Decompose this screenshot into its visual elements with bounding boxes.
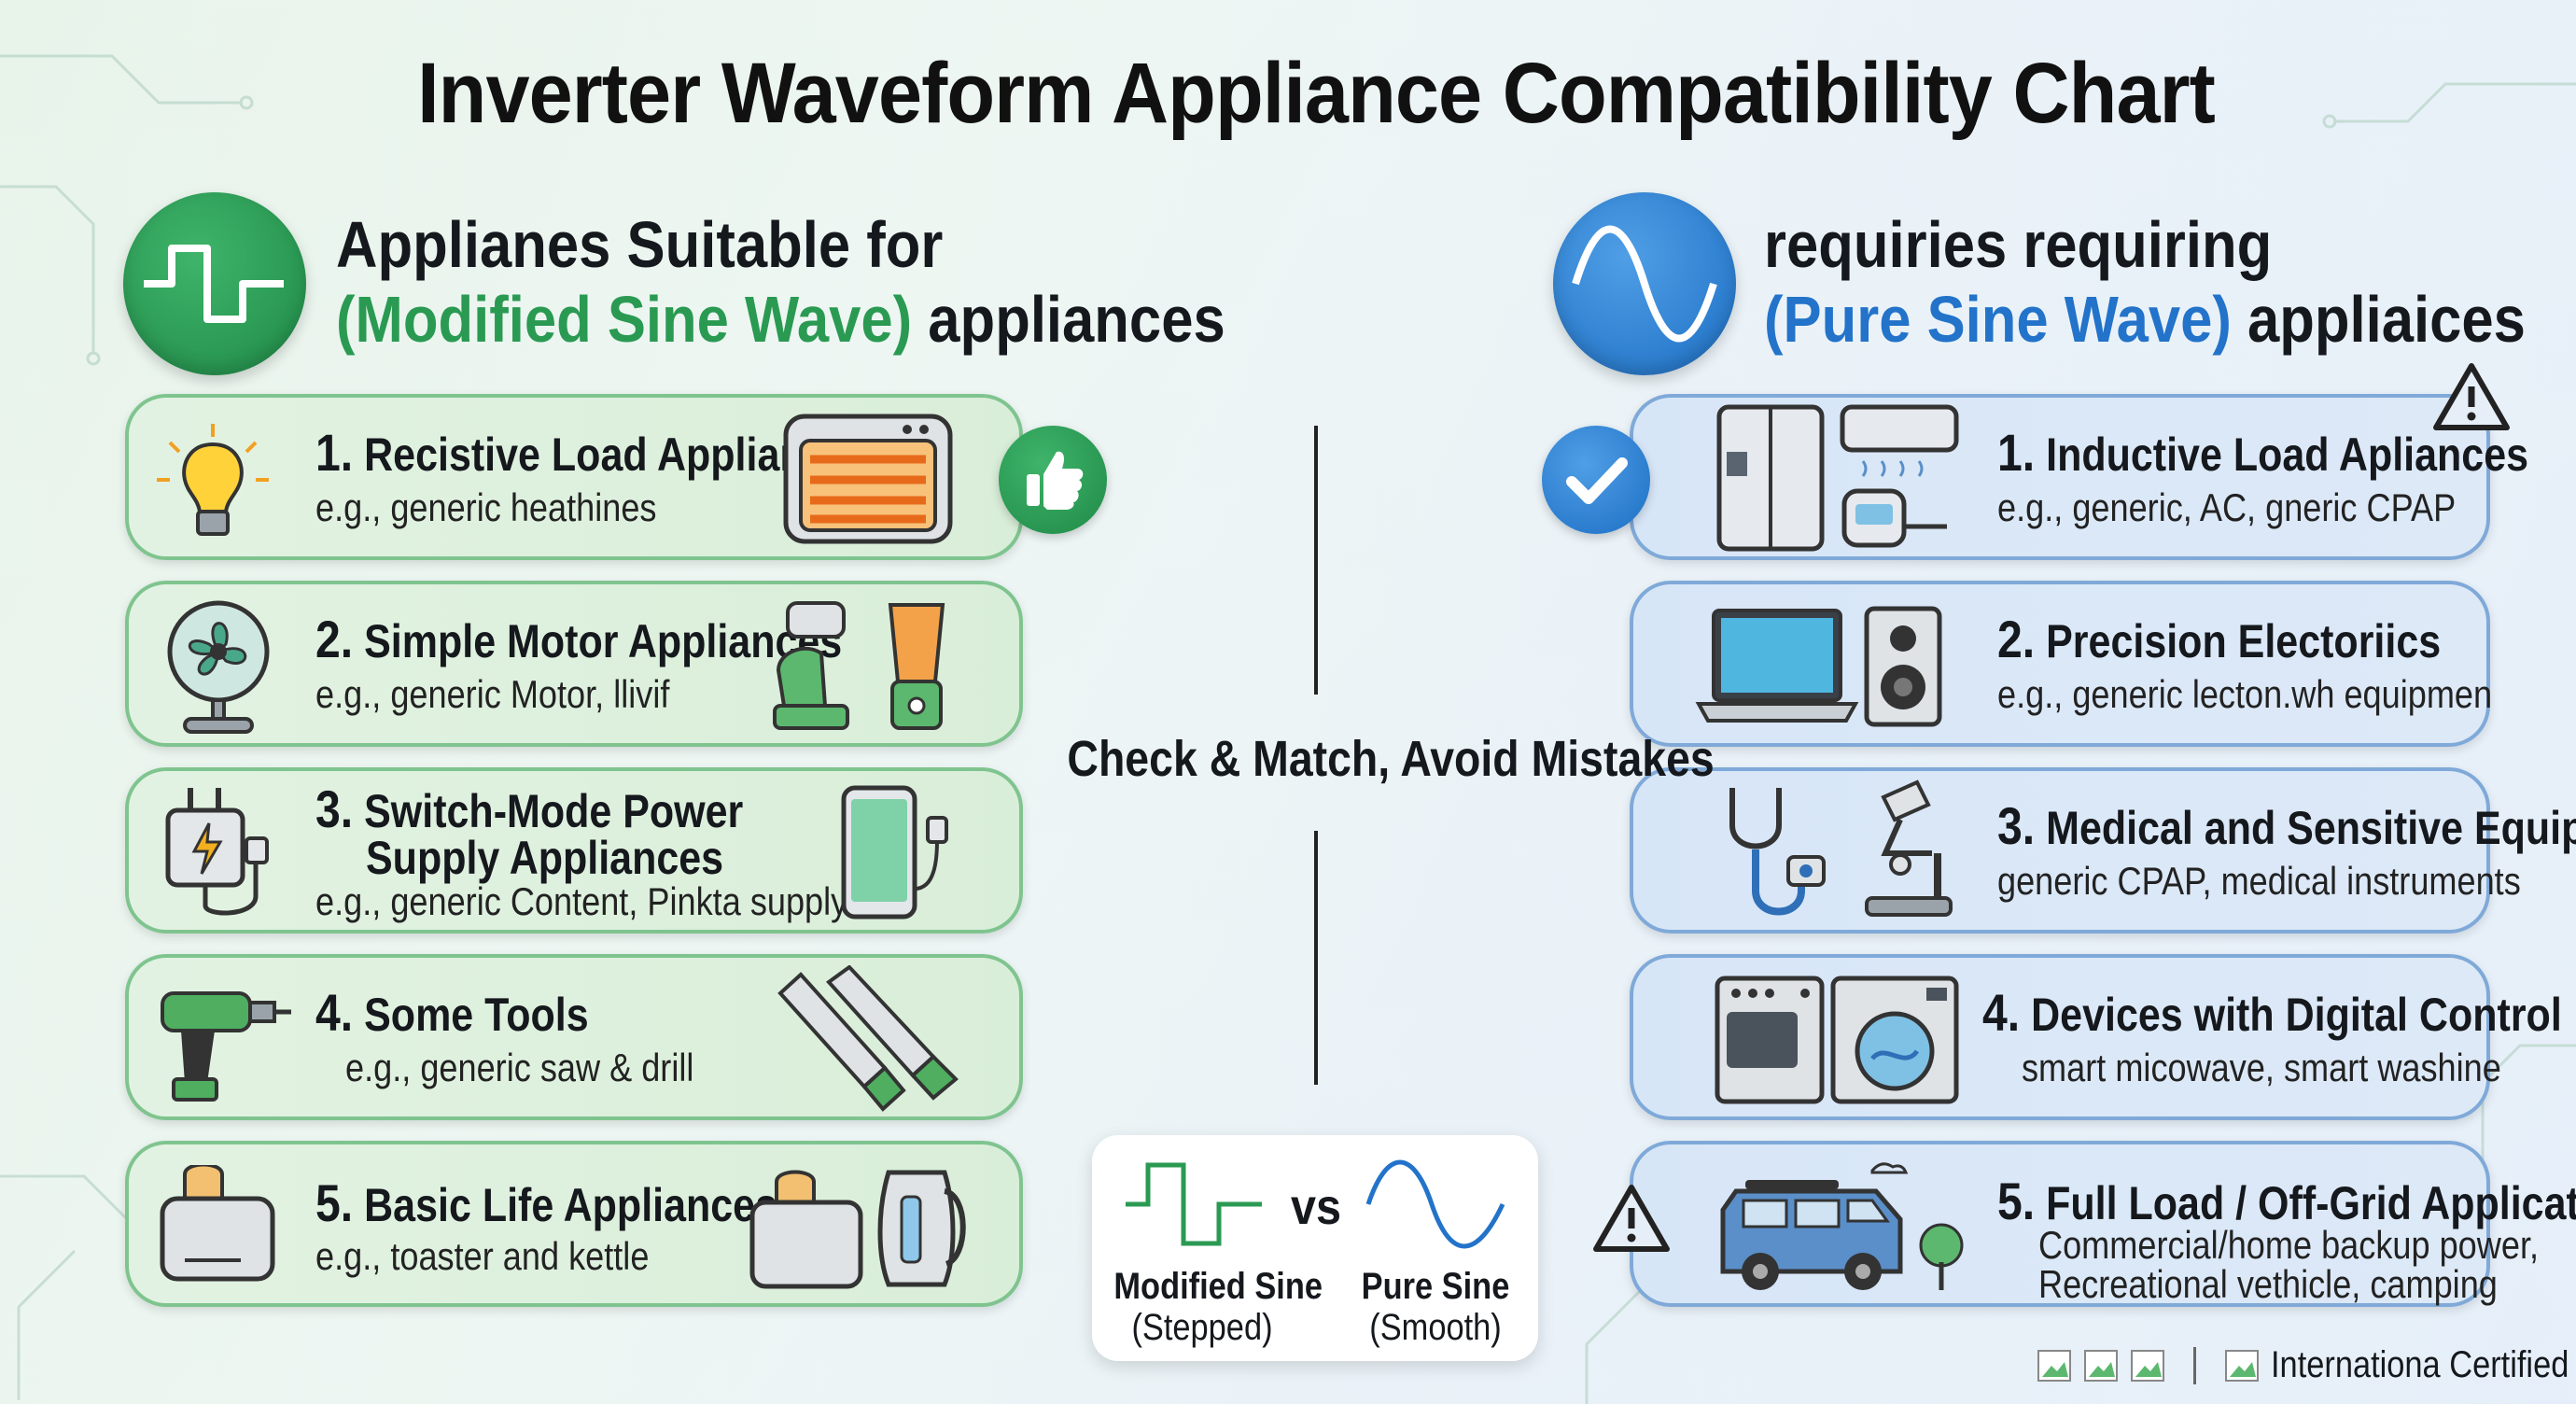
item-title: Switch-Mode Power [364,785,744,837]
pure-sine-wave-icon [1553,192,1736,375]
right-card-5: 5. Full Load / Off-Grid Applications Com… [1630,1141,2576,1307]
rv-vehicle-icon [1720,1162,1964,1290]
kettle-icon [749,1170,966,1289]
left-card-4: 4. Some Tools e.g., generic saw & drill [125,954,1023,1120]
right-heading-tail: appliaices [2247,283,2526,356]
item-number: 1. [1997,423,2036,482]
item-title: Simple Motor Appliances [364,615,843,667]
item-description: e.g., toaster and kettle [315,1234,650,1278]
modified-sine-wave-icon [1126,1162,1262,1246]
item-number: 5. [1997,1172,2036,1230]
saw-icon [777,965,959,1112]
item-number: 2. [315,610,354,668]
left-card-2: 2. Simple Motor Appliances e.g., generic… [125,581,1023,747]
heater-icon [783,414,953,544]
item-description: smart micowave, smart washine [2022,1046,2501,1089]
pure-sine-wave-icon [1365,1159,1505,1249]
item-description: e.g., generic saw & drill [345,1046,694,1089]
footer-separator [2192,1346,2196,1384]
right-card-4: 4. Devices with Digital Control smart mi… [1630,954,2562,1120]
laptop-speaker-icon [1695,606,1942,727]
microwave-washer-icon [1715,976,1959,1104]
certification-image-icon [2224,1349,2260,1383]
right-card-2: 2. Precision Electoriics e.g., generic l… [1630,581,2493,747]
item-description: e.g., generic lecton.wh equipmen [1997,672,2493,716]
item-number: 3. [315,779,354,838]
item-description: generic CPAP, medical instruments [1997,859,2521,903]
left-card-5: 5. Basic Life Appliances e.g., toaster a… [125,1141,1023,1307]
item-title: Devices with Digital Control [2031,989,2562,1041]
item-description: e.g., generic heathines [315,485,657,529]
item-title: Inductive Load Apliances [2046,428,2529,481]
right-card-3: 3. Medical and Sensitive Equipment gener… [1630,767,2576,934]
center-divider-bottom [1314,831,1318,1085]
right-heading-line1: requiries requiring [1764,208,2273,281]
light-bulb-icon [157,424,269,536]
center-divider-top [1314,426,1318,695]
certification-image-icon [2130,1349,2165,1383]
item-description: e.g., generic Content, Pinkta supply [315,879,848,923]
fan-icon [167,600,270,734]
stethoscope-microscope-icon [1729,779,1953,917]
item-number: 2. [1997,610,2036,668]
fridge-ac-icon [1716,404,1959,552]
center-label: Check & Match, Avoid Mistakes [1067,731,1715,787]
item-description: e.g., generic, AC, gneric CPAP [1997,485,2457,529]
item-title: Medical and Sensitive Equipment [2046,802,2576,854]
item-number: 4. [315,983,354,1042]
vs-label: vs [1291,1179,1342,1235]
left-card-1: 1. Recistive Load Appliances e.g., gener… [125,394,1023,560]
item-number: 5. [315,1173,354,1232]
item-title: Full Load / Off-Grid Applications [2046,1177,2576,1229]
item-title: Some Tools [364,989,589,1041]
left-heading-highlight: (Modified Sine Wave) [336,283,913,356]
right-heading: requiries requiring (Pure Sine Wave) app… [1764,207,2526,357]
mixer-blender-icon [773,601,945,730]
item-description-line2: Recreational vethicle, camping [2038,1262,2498,1306]
right-heading-highlight: (Pure Sine Wave) [1764,283,2232,356]
warning-icon [2433,363,2510,430]
left-card-3: 3. Switch-Mode Power Supply Appliances e… [125,767,1023,934]
warning-icon [1593,1185,1670,1252]
certification-image-icon [2083,1349,2119,1383]
waveform-comparison-box: vs Modified Sine (Stepped) Pure Sine (Sm… [1092,1135,1538,1361]
item-description: Commercial/home backup power, [2038,1223,2540,1267]
checkmark-icon [1542,426,1650,534]
drill-icon [161,991,291,1102]
item-title-line2: Supply Appliances [366,832,724,884]
left-heading: Applianes Suitable for (Modified Sine Wa… [336,207,1225,357]
toaster-icon [160,1165,275,1282]
certification-image-icon [2037,1349,2072,1383]
footer: Internationa Certified [2037,1344,2569,1386]
left-heading-tail: appliances [928,283,1225,356]
power-adapter-icon [165,788,269,916]
item-number: 4. [1982,983,2021,1042]
smartphone-icon [841,785,948,920]
item-title: Precision Electoriics [2046,615,2442,667]
thumbs-up-icon [999,426,1107,534]
modified-sine-label: Modified Sine (Stepped) [1113,1266,1323,1348]
item-number: 3. [1997,796,2036,855]
pure-sine-label: Pure Sine (Smooth) [1361,1266,1510,1348]
certification-text: Internationa Certified [2270,1344,2569,1385]
page-title: Inverter Waveform Appliance Compatibilit… [417,46,2216,141]
left-heading-line1: Applianes Suitable for [336,208,944,281]
item-description: e.g., generic Motor, llivif [315,672,670,716]
item-title: Basic Life Appliances [364,1179,778,1231]
item-number: 1. [315,423,354,482]
right-card-1: 1. Inductive Load Apliances e.g., generi… [1630,394,2528,560]
modified-sine-wave-icon [123,192,306,375]
